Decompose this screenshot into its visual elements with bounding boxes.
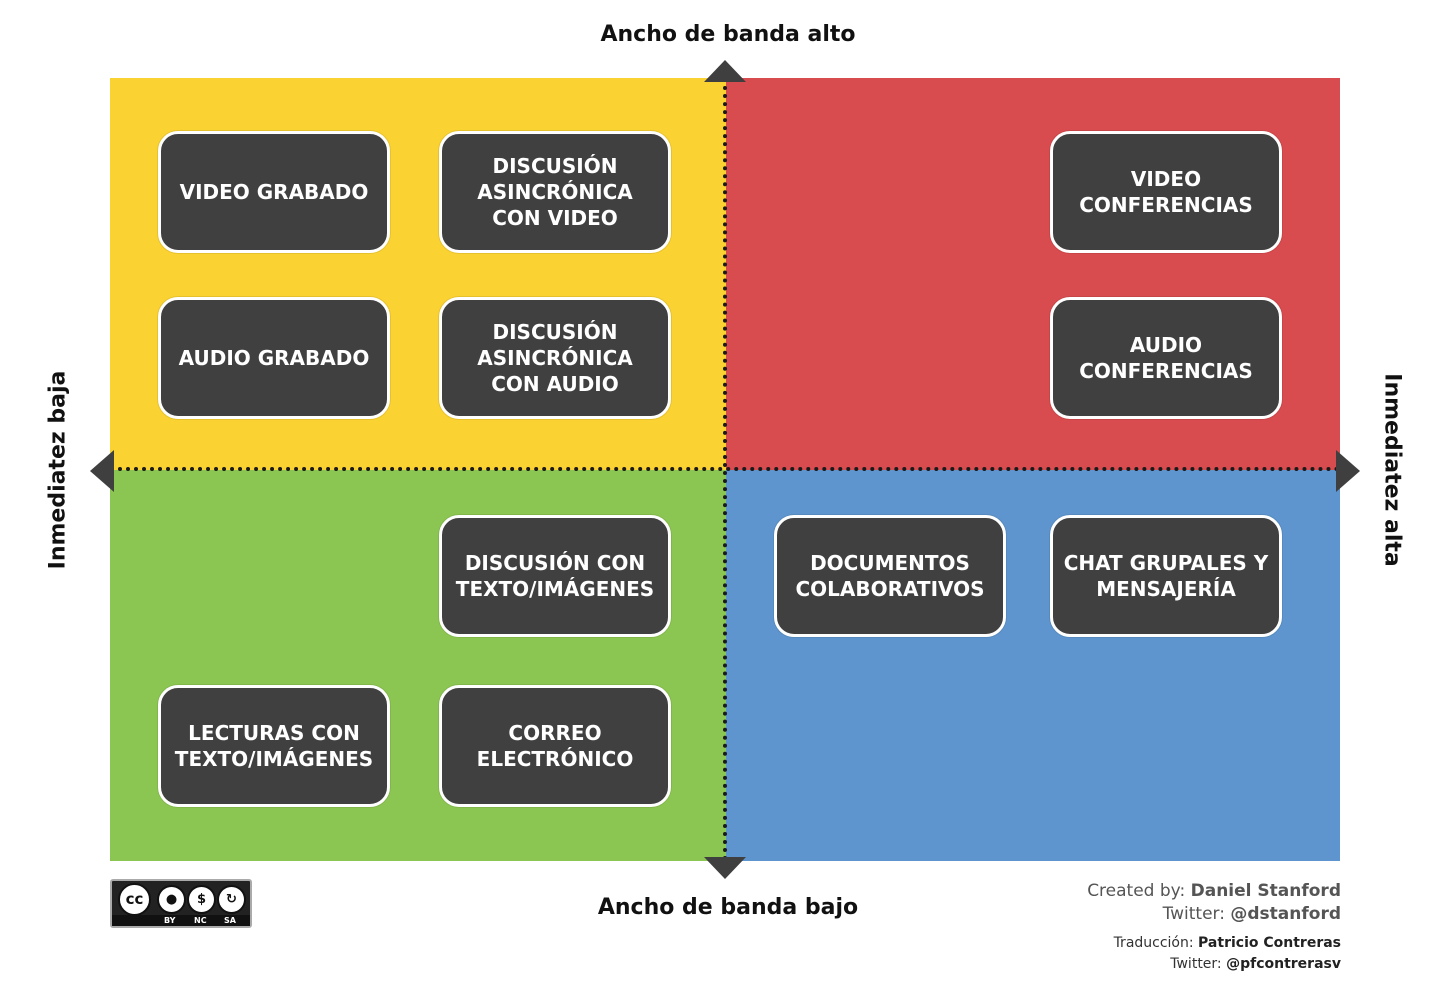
credit-twitter2-handle: @pfcontrerasv	[1226, 956, 1341, 972]
box-audio-grabado: AUDIO GRABADO	[158, 297, 390, 419]
credit-twitter1-prefix: Twitter:	[1162, 904, 1231, 924]
cc-by-label: BY	[164, 916, 176, 925]
cc-license-badge: cc ● $ ↻ BY NC SA	[110, 879, 252, 928]
box-discusion-texto-imagenes: DISCUSIÓN CON TEXTO/IMÁGENES	[439, 515, 671, 637]
cc-license-strip	[112, 915, 250, 926]
box-lecturas-texto-imagenes: LECTURAS CON TEXTO/IMÁGENES	[158, 685, 390, 807]
box-discusion-asincronica-video: DISCUSIÓN ASINCRÓNICA CON VIDEO	[439, 131, 671, 253]
credit-twitter1-handle: @dstanford	[1230, 904, 1341, 924]
credit-twitter2-prefix: Twitter:	[1170, 956, 1227, 972]
cc-sa-label: SA	[224, 916, 236, 925]
box-discusion-asincronica-audio: DISCUSIÓN ASINCRÓNICA CON AUDIO	[439, 297, 671, 419]
horizontal-axis-line	[110, 467, 1340, 471]
credit-translation: Traducción: Patricio Contreras	[1114, 935, 1341, 951]
credit-created-prefix: Created by:	[1087, 881, 1191, 901]
box-video-conferencias: VIDEO CONFERENCIAS	[1050, 131, 1282, 253]
arrow-left-icon	[90, 450, 114, 492]
credit-trad-prefix: Traducción:	[1113, 935, 1199, 951]
noncommercial-icon: $	[187, 885, 216, 914]
box-audio-conferencias: AUDIO CONFERENCIAS	[1050, 297, 1282, 419]
credit-created-by: Created by: Daniel Stanford	[1087, 881, 1341, 901]
credit-author-twitter: Twitter: @dstanford	[1163, 904, 1341, 924]
box-documentos-colaborativos: DOCUMENTOS COLABORATIVOS	[774, 515, 1006, 637]
attribution-icon: ●	[157, 885, 186, 914]
box-correo-electronico: CORREO ELECTRÓNICO	[439, 685, 671, 807]
cc-nc-label: NC	[194, 916, 207, 925]
arrow-down-icon	[704, 857, 746, 879]
cc-icon: cc	[118, 883, 151, 916]
box-video-grabado: VIDEO GRABADO	[158, 131, 390, 253]
axis-label-left: Inmediatez baja	[45, 370, 71, 570]
arrow-right-icon	[1336, 450, 1360, 492]
credit-translator-twitter: Twitter: @pfcontrerasv	[1170, 956, 1341, 972]
axis-label-right: Inmediatez alta	[1379, 373, 1405, 567]
credit-translator-name: Patricio Contreras	[1198, 935, 1341, 951]
sharealike-icon: ↻	[217, 885, 246, 914]
box-chat-grupales-mensajeria: CHAT GRUPALES Y MENSAJERÍA	[1050, 515, 1282, 637]
credit-author-name: Daniel Stanford	[1190, 881, 1341, 901]
arrow-up-icon	[704, 60, 746, 82]
axis-label-bottom: Ancho de banda bajo	[597, 895, 859, 920]
axis-label-top: Ancho de banda alto	[600, 22, 856, 47]
